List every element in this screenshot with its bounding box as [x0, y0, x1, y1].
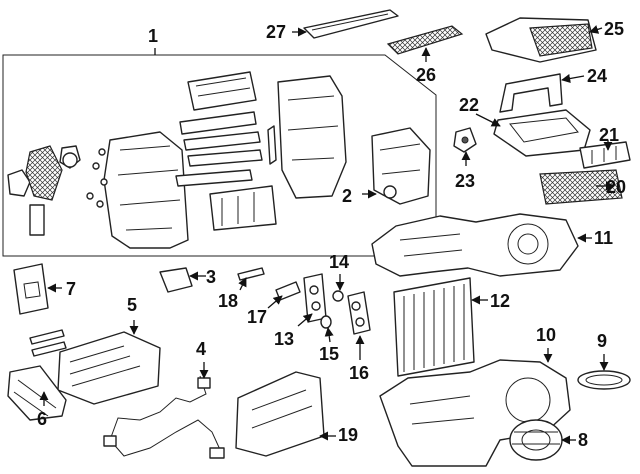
callout-23: 23	[455, 171, 476, 191]
callout-9: 9	[597, 331, 608, 351]
callout-14: 14	[329, 252, 350, 272]
part-22	[493, 109, 591, 157]
part-5	[29, 329, 161, 405]
part-10	[379, 359, 571, 467]
callout-21: 21	[599, 125, 620, 145]
callout-26: 26	[416, 65, 437, 85]
part-14	[332, 290, 344, 302]
part-13	[303, 273, 327, 323]
callout-16: 16	[349, 363, 370, 383]
callout-19: 19	[338, 425, 359, 445]
callout-7: 7	[66, 279, 77, 299]
part-3	[159, 267, 193, 293]
callout-13: 13	[274, 329, 295, 349]
heater-case-assembly	[7, 71, 431, 249]
part-25	[485, 17, 597, 63]
part-8	[509, 419, 563, 461]
callout-27: 27	[266, 22, 287, 42]
part-21	[579, 141, 631, 169]
callout-11: 11	[594, 228, 614, 248]
part-26	[386, 25, 464, 55]
callout-18: 18	[218, 291, 239, 311]
callout-6: 6	[37, 409, 48, 429]
callout-12: 12	[490, 291, 511, 311]
callout-24: 24	[587, 66, 608, 86]
callout-22: 22	[459, 95, 480, 115]
leader-lines	[39, 25, 615, 445]
part-11	[371, 213, 579, 277]
callout-17: 17	[247, 307, 268, 327]
part-12	[393, 277, 475, 377]
callout-10: 10	[536, 325, 557, 345]
part-24	[499, 73, 563, 113]
part-7	[13, 263, 49, 315]
callout-5: 5	[127, 295, 138, 315]
callout-2: 2	[342, 186, 353, 206]
part-19	[235, 371, 325, 457]
part-27	[303, 9, 399, 39]
callout-3: 3	[206, 267, 217, 287]
callout-15: 15	[319, 344, 340, 364]
part-15	[320, 315, 332, 329]
callout-8: 8	[578, 430, 589, 450]
assembly-1-frame	[2, 48, 437, 257]
part-20	[539, 169, 623, 205]
callout-4: 4	[196, 339, 207, 359]
part-9	[577, 370, 631, 390]
part-23	[453, 127, 477, 153]
callout-25: 25	[604, 19, 625, 39]
part-16	[347, 291, 371, 335]
part-18	[237, 267, 265, 281]
part-4	[103, 375, 225, 459]
callout-20: 20	[606, 177, 627, 197]
callout-1: 1	[148, 26, 159, 46]
part-6	[7, 365, 67, 421]
